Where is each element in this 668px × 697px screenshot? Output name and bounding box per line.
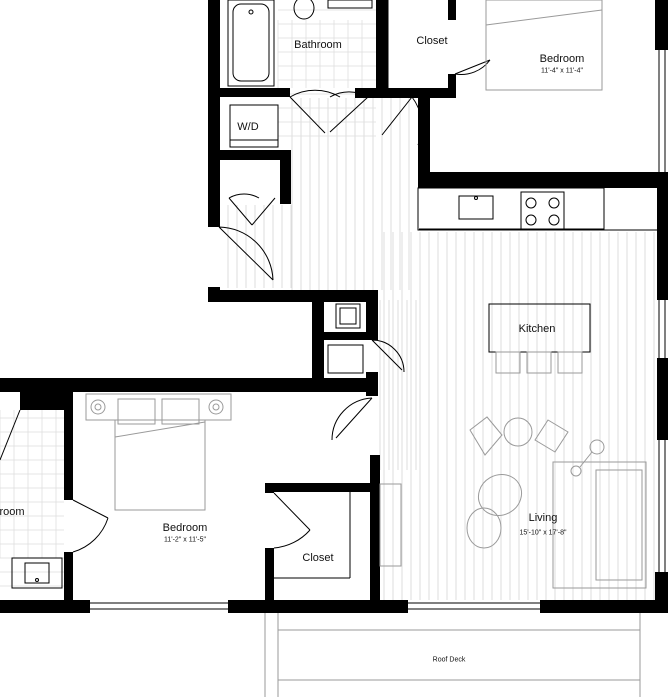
doors bbox=[0, 59, 491, 553]
windows bbox=[90, 50, 666, 610]
washer-dryer bbox=[229, 104, 279, 148]
wood-floor-hatching bbox=[227, 98, 655, 600]
bedroom-bottom-label: Bedroom bbox=[162, 522, 208, 534]
bathroom-left-label: room bbox=[0, 506, 25, 518]
roof-deck-label: Roof Deck bbox=[432, 656, 466, 664]
closet-top-label: Closet bbox=[416, 35, 448, 47]
kitchen-counter bbox=[417, 179, 659, 231]
bathroom-left-vanity bbox=[11, 557, 63, 589]
kitchen-island bbox=[488, 303, 591, 374]
kitchen-label: Kitchen bbox=[518, 323, 556, 335]
bedroom-bottom-furniture bbox=[85, 393, 232, 511]
living-furniture bbox=[379, 461, 647, 589]
walls bbox=[0, 0, 668, 613]
bathroom-top-label: Bathroom bbox=[294, 39, 342, 51]
living-label: Living bbox=[528, 512, 558, 524]
bedroom-bottom-dimensions: 11'-2" x 11'-5" bbox=[163, 536, 207, 544]
closet-bottom-label: Closet bbox=[302, 552, 334, 564]
roof-deck bbox=[264, 613, 641, 697]
living-dimensions: 15'-10" x 17'-8" bbox=[519, 529, 567, 537]
bathtub bbox=[227, 0, 275, 87]
toilet-top bbox=[293, 0, 315, 20]
dining-set bbox=[469, 416, 605, 477]
utility-fixtures bbox=[327, 303, 364, 374]
closet-shelves bbox=[273, 0, 389, 579]
bedroom-top-label: Bedroom bbox=[539, 53, 585, 65]
laundry-label: W/D bbox=[237, 121, 259, 133]
tile-floor-grid bbox=[0, 9, 376, 587]
vanity-top bbox=[327, 0, 373, 9]
bedroom-top-furniture bbox=[485, 0, 603, 91]
bedroom-top-dimensions: 11'-4" x 11'-4" bbox=[540, 67, 584, 75]
